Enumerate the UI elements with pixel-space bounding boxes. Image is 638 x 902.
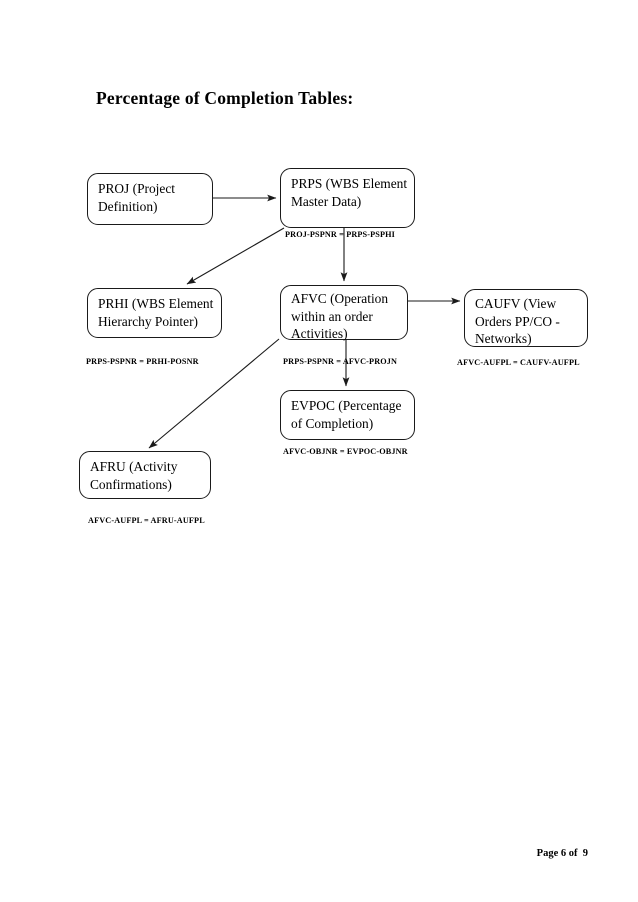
node-proj[interactable]: PROJ (Project Definition) bbox=[87, 173, 213, 225]
edge-prps-prhi bbox=[186, 227, 285, 285]
page-title: Percentage of Completion Tables: bbox=[96, 88, 354, 108]
edge-label-afvc-caufv: AFVC-AUFPL = CAUFV-AUFPL bbox=[457, 358, 580, 367]
edge-label-proj-prps: PROJ-PSPNR = PRPS-PSPHI bbox=[285, 230, 395, 239]
node-caufv[interactable]: CAUFV (View Orders PP/CO - Networks) bbox=[464, 289, 588, 347]
page-footer: Page 6 of 9 bbox=[536, 848, 588, 859]
node-evpoc-label: EVPOC (Percentage of Completion) bbox=[291, 398, 402, 431]
edge-label-prps-prhi: PRPS-PSPNR = PRHI-POSNR bbox=[86, 357, 199, 366]
edge-label-afvc-afru: AFVC-AUFPL = AFRU-AUFPL bbox=[88, 516, 205, 525]
edge-afvc-afru bbox=[148, 338, 280, 449]
node-afru[interactable]: AFRU (Activity Confirmations) bbox=[79, 451, 211, 499]
node-evpoc[interactable]: EVPOC (Percentage of Completion) bbox=[280, 390, 415, 440]
node-prhi-label: PRHI (WBS Element Hierarchy Pointer) bbox=[98, 296, 214, 329]
node-prps[interactable]: PRPS (WBS Element Master Data) bbox=[280, 168, 415, 228]
node-afru-label: AFRU (Activity Confirmations) bbox=[90, 459, 178, 492]
node-caufv-label: CAUFV (View Orders PP/CO - Networks) bbox=[475, 296, 560, 346]
node-prhi[interactable]: PRHI (WBS Element Hierarchy Pointer) bbox=[87, 288, 222, 338]
edge-label-prps-afvc: PRPS-PSPNR = AFVC-PROJN bbox=[283, 357, 398, 366]
node-afvc[interactable]: AFVC (Operation within an order Activiti… bbox=[280, 285, 408, 341]
edge-label-afvc-evpoc: AFVC-OBJNR = EVPOC-OBJNR bbox=[283, 447, 408, 456]
node-afvc-label: AFVC (Operation within an order Activiti… bbox=[291, 291, 389, 341]
node-prps-label: PRPS (WBS Element Master Data) bbox=[291, 176, 408, 209]
node-proj-label: PROJ (Project Definition) bbox=[98, 181, 175, 214]
